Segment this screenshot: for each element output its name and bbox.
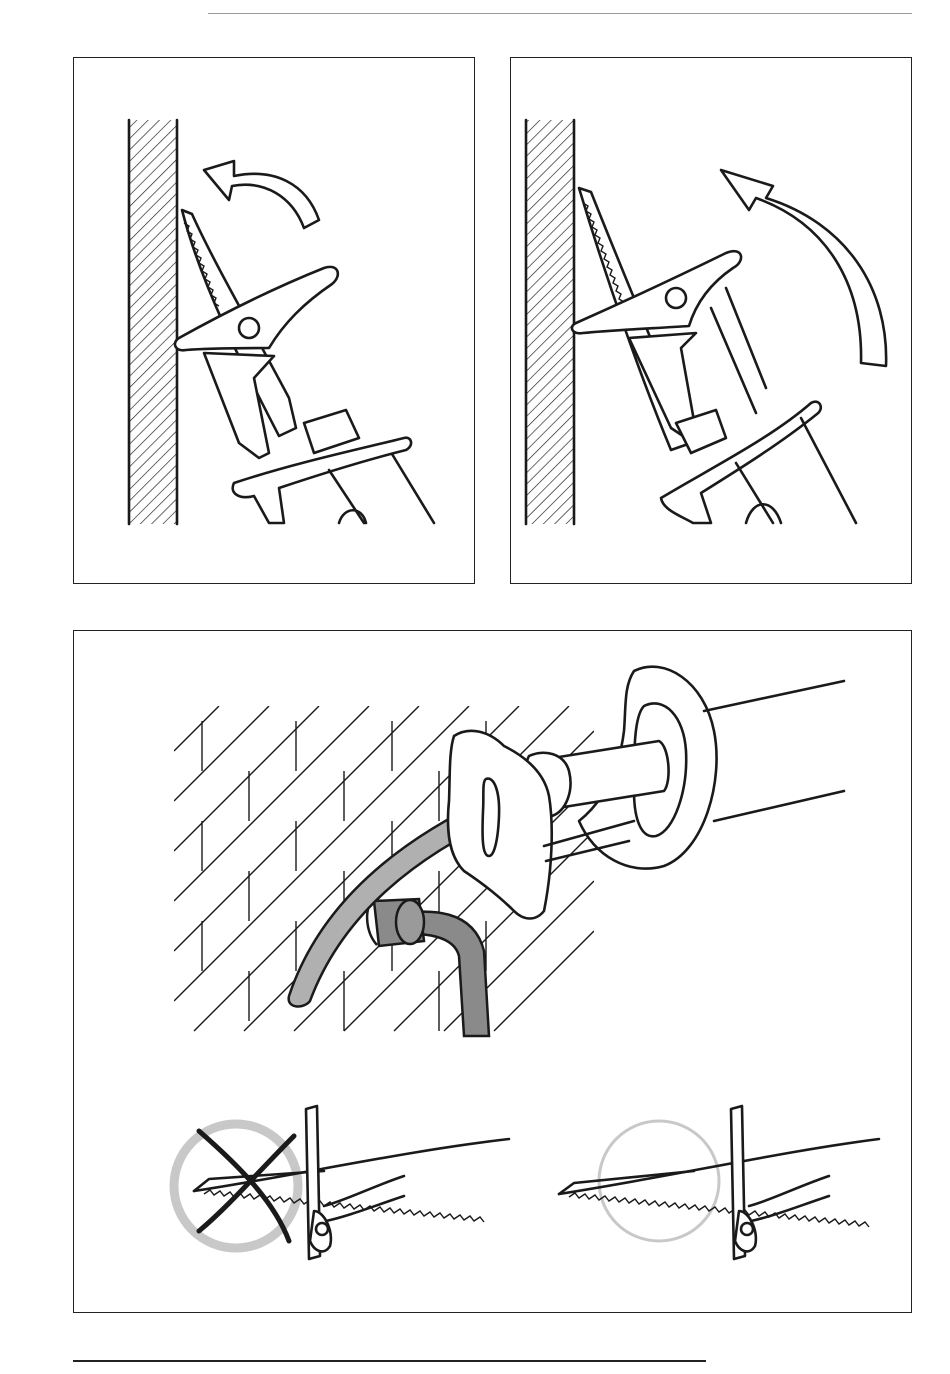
ring-icon bbox=[174, 1124, 298, 1248]
dark-pipe bbox=[367, 899, 489, 1036]
correct-example bbox=[559, 1106, 879, 1259]
shoe-pivot bbox=[239, 318, 259, 338]
shoe-pivot bbox=[666, 288, 686, 308]
figure-plunge-start bbox=[73, 57, 475, 584]
saw-shoe bbox=[175, 267, 338, 350]
plunge-continue-illustration bbox=[511, 58, 911, 583]
reciprocating-saw bbox=[448, 667, 844, 919]
wrong-cross-icon bbox=[199, 1131, 294, 1241]
wall bbox=[526, 120, 574, 524]
correct-circle-icon bbox=[599, 1121, 719, 1241]
saw-body bbox=[204, 353, 434, 523]
figure-flush-cut bbox=[73, 630, 912, 1313]
figure-plunge-continue bbox=[510, 57, 912, 584]
rotate-arrow-icon bbox=[204, 161, 319, 228]
plunge-start-illustration bbox=[74, 58, 474, 583]
wrong-example bbox=[174, 1106, 509, 1259]
footer-rule bbox=[73, 1360, 706, 1362]
wall bbox=[129, 120, 177, 524]
flush-cut-illustration bbox=[74, 631, 911, 1312]
header-rule bbox=[208, 13, 912, 14]
